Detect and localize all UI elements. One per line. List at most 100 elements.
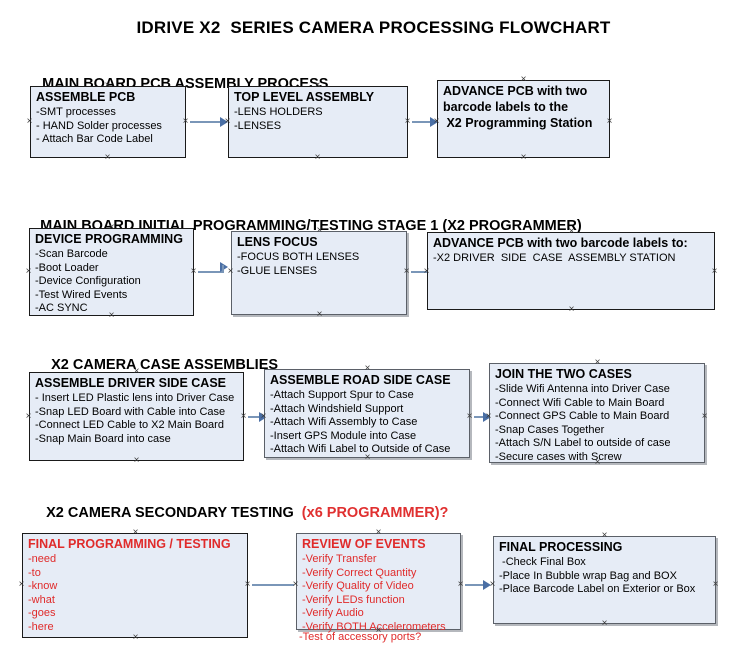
resize-handle-left[interactable] xyxy=(17,580,26,589)
resize-handle-bottom[interactable] xyxy=(374,626,383,635)
node-body: -FOCUS BOTH LENSES -GLUE LENSES xyxy=(237,251,401,278)
resize-handle-top[interactable] xyxy=(313,81,322,90)
resize-handle-bottom[interactable] xyxy=(519,153,528,162)
connector-final-programming-to-review-of-events[interactable] xyxy=(252,584,294,586)
node-join-the-two-cases[interactable]: JOIN THE TWO CASES -Slide Wifi Antenna i… xyxy=(489,363,705,463)
connector-assemble-pcb-to-top-level-assembly[interactable] xyxy=(190,121,222,123)
node-line: - Attach Bar Code Label xyxy=(36,133,153,145)
connector-road-side-case-to-join-the-two-cases[interactable] xyxy=(474,416,488,418)
node-review-of-events[interactable]: REVIEW OF EVENTS -Verify Transfer -Verif… xyxy=(296,533,461,633)
node-title: REVIEW OF EVENTS xyxy=(302,537,426,551)
connector-arrowhead xyxy=(483,580,491,590)
node-line: -FOCUS BOTH LENSES xyxy=(237,251,360,263)
node-line: -goes xyxy=(28,607,56,619)
resize-handle-top[interactable] xyxy=(132,367,141,376)
node-overflow-line: -Test of accessory ports? xyxy=(299,631,422,643)
node-body: -Scan Barcode -Boot Loader -Device Confi… xyxy=(35,248,188,316)
node-lens-focus[interactable]: LENS FOCUS -FOCUS BOTH LENSES -GLUE LENS… xyxy=(231,231,407,315)
resize-handle-bottom[interactable] xyxy=(313,153,322,162)
resize-handle-top[interactable] xyxy=(600,531,609,540)
resize-handle-right[interactable] xyxy=(711,580,720,589)
resize-handle-bottom[interactable] xyxy=(593,458,602,467)
resize-handle-right[interactable] xyxy=(181,117,190,126)
resize-handle-right[interactable] xyxy=(710,267,719,276)
resize-handle-bottom[interactable] xyxy=(363,453,372,462)
resize-handle-top[interactable] xyxy=(519,75,528,84)
node-line: -Verify LEDs function xyxy=(302,593,405,606)
node-assemble-pcb[interactable]: ASSEMBLE PCB -SMT processes - HAND Solde… xyxy=(30,86,186,158)
resize-handle-top[interactable] xyxy=(374,528,383,537)
node-line: -Verify Transfer xyxy=(302,553,377,565)
resize-handle-right[interactable] xyxy=(403,117,412,126)
resize-handle-right[interactable] xyxy=(465,412,474,421)
resize-handle-top[interactable] xyxy=(567,227,576,236)
resize-handle-right[interactable] xyxy=(700,412,709,421)
node-line: -Place In Bubble wrap Bag and BOX xyxy=(499,569,677,582)
node-line: -LENSES xyxy=(234,119,282,132)
node-body: -Attach Support Spur to Case -Attach Win… xyxy=(270,389,464,457)
resize-handle-right[interactable] xyxy=(243,580,252,589)
resize-handle-left[interactable] xyxy=(422,267,431,276)
resize-handle-top[interactable] xyxy=(593,358,602,367)
resize-handle-bottom[interactable] xyxy=(132,456,141,465)
node-final-processing[interactable]: FINAL PROCESSING -Check Final Box -Place… xyxy=(493,536,716,624)
node-final-programming-testing[interactable]: FINAL PROGRAMMING / TESTING -need -to -k… xyxy=(22,533,248,638)
node-line: -Snap LED Board with Cable into Case xyxy=(35,405,226,418)
resize-handle-right[interactable] xyxy=(605,117,614,126)
resize-handle-bottom[interactable] xyxy=(315,310,324,319)
node-line: X2 Programming Station xyxy=(443,116,593,130)
node-line: -know xyxy=(28,580,58,592)
section-heading-x2-camera-case-assemblies: X2 CAMERA CASE ASSEMBLIES xyxy=(35,341,278,389)
node-body: -X2 DRIVER SIDE CASE ASSEMBLY STATION xyxy=(433,252,709,266)
resize-handle-left[interactable] xyxy=(24,267,33,276)
resize-handle-right[interactable] xyxy=(239,412,248,421)
resize-handle-top[interactable] xyxy=(103,81,112,90)
node-title: ASSEMBLE ROAD SIDE CASE xyxy=(270,373,451,387)
node-advance-pcb-to-x2-programming-station[interactable]: ADVANCE PCB with two barcode labels to t… xyxy=(437,80,610,158)
node-body: -need -to -know -what -goes -here xyxy=(28,553,242,634)
resize-handle-left[interactable] xyxy=(24,412,33,421)
node-line: -Attach S/N Label to outside of case xyxy=(495,437,671,449)
resize-handle-left[interactable] xyxy=(25,117,34,126)
node-line: -X2 DRIVER SIDE CASE ASSEMBLY STATION xyxy=(433,252,676,264)
resize-handle-top[interactable] xyxy=(131,528,140,537)
resize-handle-top[interactable] xyxy=(107,223,116,232)
node-line: -GLUE LENSES xyxy=(237,264,318,277)
connector-top-level-assembly-to-advance-pcb[interactable] xyxy=(412,121,434,123)
resize-handle-left[interactable] xyxy=(488,580,497,589)
node-device-programming[interactable]: DEVICE PROGRAMMING -Scan Barcode -Boot L… xyxy=(29,228,194,316)
node-body: -Slide Wifi Antenna into Driver Case -Co… xyxy=(495,383,699,464)
node-assemble-road-side-case[interactable]: ASSEMBLE ROAD SIDE CASE -Attach Support … xyxy=(264,369,470,458)
resize-handle-left[interactable] xyxy=(432,117,441,126)
resize-handle-bottom[interactable] xyxy=(567,305,576,314)
resize-handle-top[interactable] xyxy=(363,364,372,373)
resize-handle-left[interactable] xyxy=(259,412,268,421)
resize-handle-top[interactable] xyxy=(315,226,324,235)
node-line: -Verify BOTH Accelerometers xyxy=(302,620,446,633)
node-line: -LENS HOLDERS xyxy=(234,106,323,118)
resize-handle-right[interactable] xyxy=(402,267,411,276)
node-line: - HAND Solder processes xyxy=(36,119,162,132)
resize-handle-left[interactable] xyxy=(484,412,493,421)
node-assemble-driver-side-case[interactable]: ASSEMBLE DRIVER SIDE CASE - Insert LED P… xyxy=(29,372,244,461)
node-advance-pcb-to-driver-side-case-assembly-station[interactable]: ADVANCE PCB with two barcode labels to: … xyxy=(427,232,715,310)
resize-handle-bottom[interactable] xyxy=(131,633,140,642)
connector-review-of-events-to-final-processing[interactable] xyxy=(465,584,489,586)
resize-handle-left[interactable] xyxy=(226,267,235,276)
resize-handle-right[interactable] xyxy=(189,267,198,276)
node-line: -Test Wired Events xyxy=(35,288,128,301)
resize-handle-bottom[interactable] xyxy=(103,153,112,162)
resize-handle-left[interactable] xyxy=(291,580,300,589)
resize-handle-right[interactable] xyxy=(456,580,465,589)
resize-handle-bottom[interactable] xyxy=(107,311,116,320)
node-line: -SMT processes xyxy=(36,106,116,118)
resize-handle-left[interactable] xyxy=(223,117,232,126)
resize-handle-bottom[interactable] xyxy=(600,619,609,628)
connector-driver-side-case-to-road-side-case[interactable] xyxy=(248,416,264,418)
node-line: -Attach Windshield Support xyxy=(270,402,404,415)
node-title: ASSEMBLE PCB xyxy=(36,90,136,104)
node-line: -Place Barcode Label on Exterior or Box xyxy=(499,583,696,595)
connector-device-programming-to-lens-focus[interactable] xyxy=(198,271,224,273)
node-top-level-assembly[interactable]: TOP LEVEL ASSEMBLY -LENS HOLDERS -LENSES xyxy=(228,86,408,158)
node-line: -Attach Support Spur to Case xyxy=(270,389,414,401)
